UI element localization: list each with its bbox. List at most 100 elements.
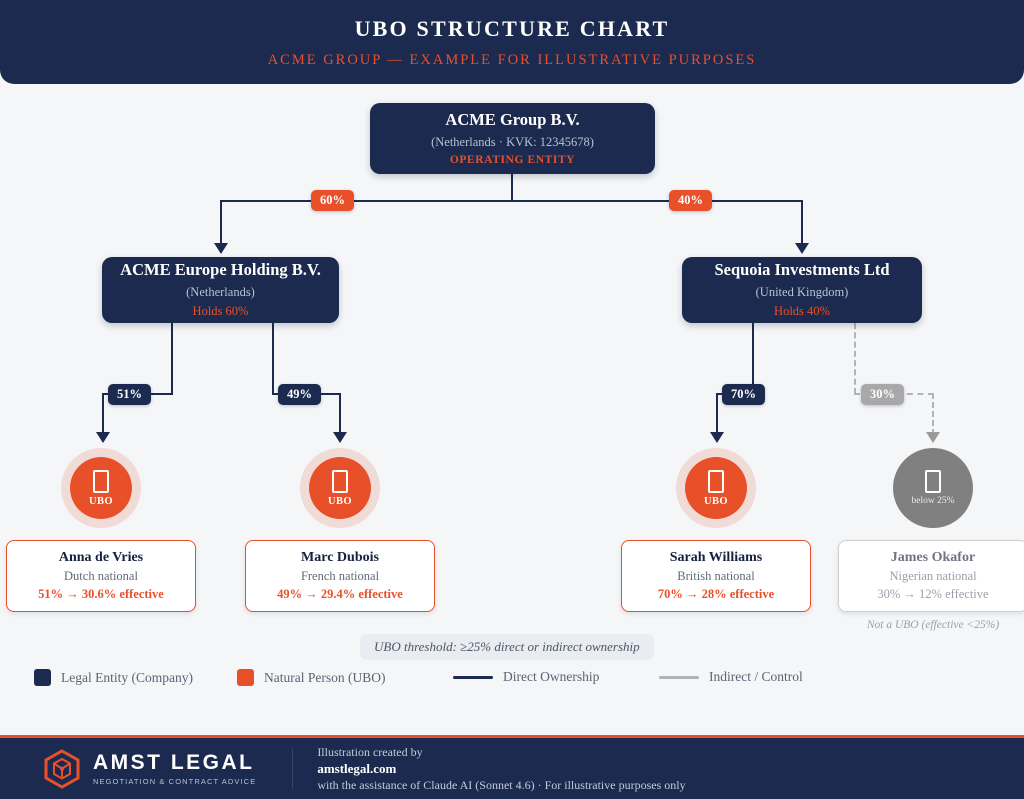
entity-name: ACME Europe Holding B.V. [120,260,321,280]
entity-tag: OPERATING ENTITY [449,153,576,166]
person-node-anna-de-vries[interactable]: UBO Anna de Vries Dutch national 51% → 3… [6,448,196,612]
person-node-sarah-williams[interactable]: UBO Sarah Williams British national 70% … [621,448,811,612]
person-name: James Okafor [890,550,976,565]
connector-right-to-james-down2 [932,393,934,435]
avatar: UBO [300,448,380,528]
avatar-wrap: below 25% [838,448,1024,528]
entity-name: Sequoia Investments Ltd [714,260,890,280]
connector-right-to-james-down1 [854,323,856,394]
entity-jurisdiction: (United Kingdom) [755,284,849,299]
connector-left-to-anna-down2 [102,393,104,435]
connector-left-to-anna-down1 [171,323,173,394]
person-nationality: Nigerian national [889,569,977,583]
edge-badge-49: 49% [278,384,321,405]
legend-label: Indirect / Control [709,669,803,684]
legend-swatch-icon [34,669,51,686]
person-name: Marc Dubois [301,550,379,565]
credit-line-3: with the assistance of Claude AI (Sonnet… [317,777,686,792]
arrow-root-to-left [214,243,228,254]
threshold-note: UBO threshold: ≥25% direct or indirect o… [360,634,654,660]
legend-label: Legal Entity (Company) [61,669,193,685]
person-nationality: British national [677,569,755,583]
edge-badge-40: 40% [669,190,712,211]
page-title: UBO STRUCTURE CHART [354,15,670,41]
avatar: below 25% [893,448,973,528]
person-effective-ownership: 30% → 12% effective [877,587,989,601]
edge-badge-30: 30% [861,384,904,405]
footer-credit: Illustration created by amstlegal.com wi… [317,745,685,793]
legend-item-indirect-control: Indirect / Control [659,669,803,685]
chart-header: UBO STRUCTURE CHART ACME GROUP — EXAMPLE… [0,0,1024,84]
connector-root-to-left-horizontal [220,200,512,202]
arrow-right-to-james [926,432,940,443]
person-card: Sarah Williams British national 70% → 28… [621,540,811,612]
footer-divider [292,748,294,789]
arrow-left-to-marc [333,432,347,443]
person-effective-ownership: 49% → 29.4% effective [277,587,403,601]
credit-website[interactable]: amstlegal.com [317,760,397,776]
person-icon [332,469,348,493]
avatar-wrap: UBO [245,448,435,528]
entity-node-sequoia-investments[interactable]: Sequoia Investments Ltd (United Kingdom)… [682,257,922,323]
edge-badge-70: 70% [722,384,765,405]
person-nationality: Dutch national [64,569,138,583]
avatar: UBO [61,448,141,528]
edge-badge-51: 51% [108,384,151,405]
avatar-wrap: UBO [621,448,811,528]
connector-right-to-sarah-down1 [752,323,754,394]
brand-logo[interactable]: AMST LEGAL NEGOTIATION & CONTRACT ADVICE [42,748,256,789]
ubo-badge-label: UBO [328,495,352,507]
person-name: Anna de Vries [58,550,144,565]
person-nationality: French national [300,569,380,583]
person-not-ubo-note: Not a UBO (effective <25%) [866,619,1000,631]
credit-line-1: Illustration created by [317,744,423,759]
person-icon [925,470,941,493]
entity-tag: Holds 60% [192,303,249,318]
person-name: Sarah Williams [669,550,763,565]
connector-root-to-right-vertical [801,200,803,246]
hexagon-logo-icon [44,748,80,789]
legend-line-icon [659,675,699,679]
entity-jurisdiction: (Netherlands · KVK: 12345678) [431,134,594,149]
page-subtitle: ACME GROUP — EXAMPLE FOR ILLUSTRATIVE PU… [267,51,757,68]
footer: AMST LEGAL NEGOTIATION & CONTRACT ADVICE… [0,735,1024,799]
legend-label: Direct Ownership [503,669,600,684]
arrow-right-to-sarah [710,432,724,443]
connector-left-to-marc-down1 [272,323,274,394]
legend-item-direct-ownership: Direct Ownership [453,669,599,685]
person-icon [708,469,724,493]
entity-node-acme-europe-holding[interactable]: ACME Europe Holding B.V. (Netherlands) H… [102,257,339,323]
legend-item-legal-entity: Legal Entity (Company) [34,669,193,686]
connector-root-to-left-vertical [220,200,222,246]
edge-badge-60: 60% [311,190,354,211]
arrow-left-to-anna [96,432,110,443]
person-effective-ownership: 70% → 28% effective [657,587,775,601]
avatar-wrap: UBO [6,448,196,528]
avatar: UBO [676,448,756,528]
person-card: Marc Dubois French national 49% → 29.4% … [245,540,435,612]
arrow-root-to-right [795,243,809,254]
connector-root-to-right-horizontal [511,200,803,202]
person-node-marc-dubois[interactable]: UBO Marc Dubois French national 49% → 29… [245,448,435,612]
ubo-badge-label: UBO [704,495,728,507]
entity-node-acme-group[interactable]: ACME Group B.V. (Netherlands · KVK: 1234… [370,103,655,174]
legend-line-icon [453,675,493,679]
entity-jurisdiction: (Netherlands) [186,284,255,299]
connector-left-to-marc-down2 [339,393,341,435]
connector-right-to-sarah-down2 [716,393,718,435]
entity-name: ACME Group B.V. [445,110,580,130]
ubo-badge-label: below 25% [911,496,955,506]
person-node-james-okafor[interactable]: below 25% James Okafor Nigerian national… [838,448,1024,631]
person-icon [93,469,109,493]
legend-item-natural-person: Natural Person (UBO) [237,669,385,686]
brand-tagline: NEGOTIATION & CONTRACT ADVICE [93,777,257,786]
ubo-badge-label: UBO [89,495,113,507]
brand-name: AMST LEGAL [93,751,255,774]
brand-text: AMST LEGAL NEGOTIATION & CONTRACT ADVICE [93,751,256,786]
person-effective-ownership: 51% → 30.6% effective [38,587,164,601]
legend: Legal Entity (Company) Natural Person (U… [34,669,994,693]
connector-root-stub [511,174,513,202]
legend-swatch-icon [237,669,254,686]
person-card: James Okafor Nigerian national 30% → 12%… [838,540,1024,612]
